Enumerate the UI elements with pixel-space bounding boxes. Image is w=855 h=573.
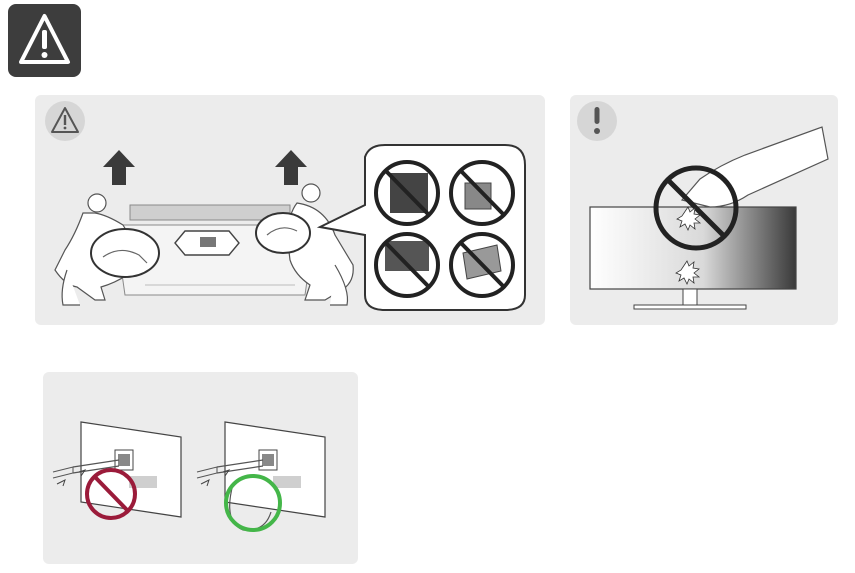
warning-triangle-icon bbox=[19, 14, 70, 64]
prohibited-case-1 bbox=[374, 160, 440, 226]
prohibited-case-3 bbox=[374, 232, 440, 298]
warning-badge bbox=[8, 4, 81, 77]
cable-bend-incorrect bbox=[52, 421, 182, 520]
prohibited-case-2 bbox=[449, 160, 515, 226]
cable-bend-incorrect-and-correct-illustration bbox=[52, 421, 326, 532]
cable-bend-correct bbox=[196, 421, 326, 532]
two-people-lifting-monitor-illustration bbox=[45, 101, 526, 311]
caution-triangle-icon bbox=[45, 101, 85, 141]
prohibit-sign bbox=[653, 165, 739, 251]
prohibited-cases-bubble bbox=[316, 144, 526, 311]
prohibited-case-4 bbox=[449, 232, 515, 298]
hand-zoom-right bbox=[255, 212, 311, 254]
lift-up-arrow-right bbox=[275, 150, 307, 185]
lift-monitor-panel bbox=[35, 95, 545, 325]
press-screen-panel bbox=[570, 95, 838, 325]
finger-pressing-screen-prohibited-illustration bbox=[577, 101, 829, 310]
lift-up-arrow-left bbox=[103, 150, 135, 185]
cable-bend-panel bbox=[43, 372, 358, 564]
exclamation-icon bbox=[577, 101, 617, 141]
hand-zoom-left bbox=[90, 228, 160, 278]
